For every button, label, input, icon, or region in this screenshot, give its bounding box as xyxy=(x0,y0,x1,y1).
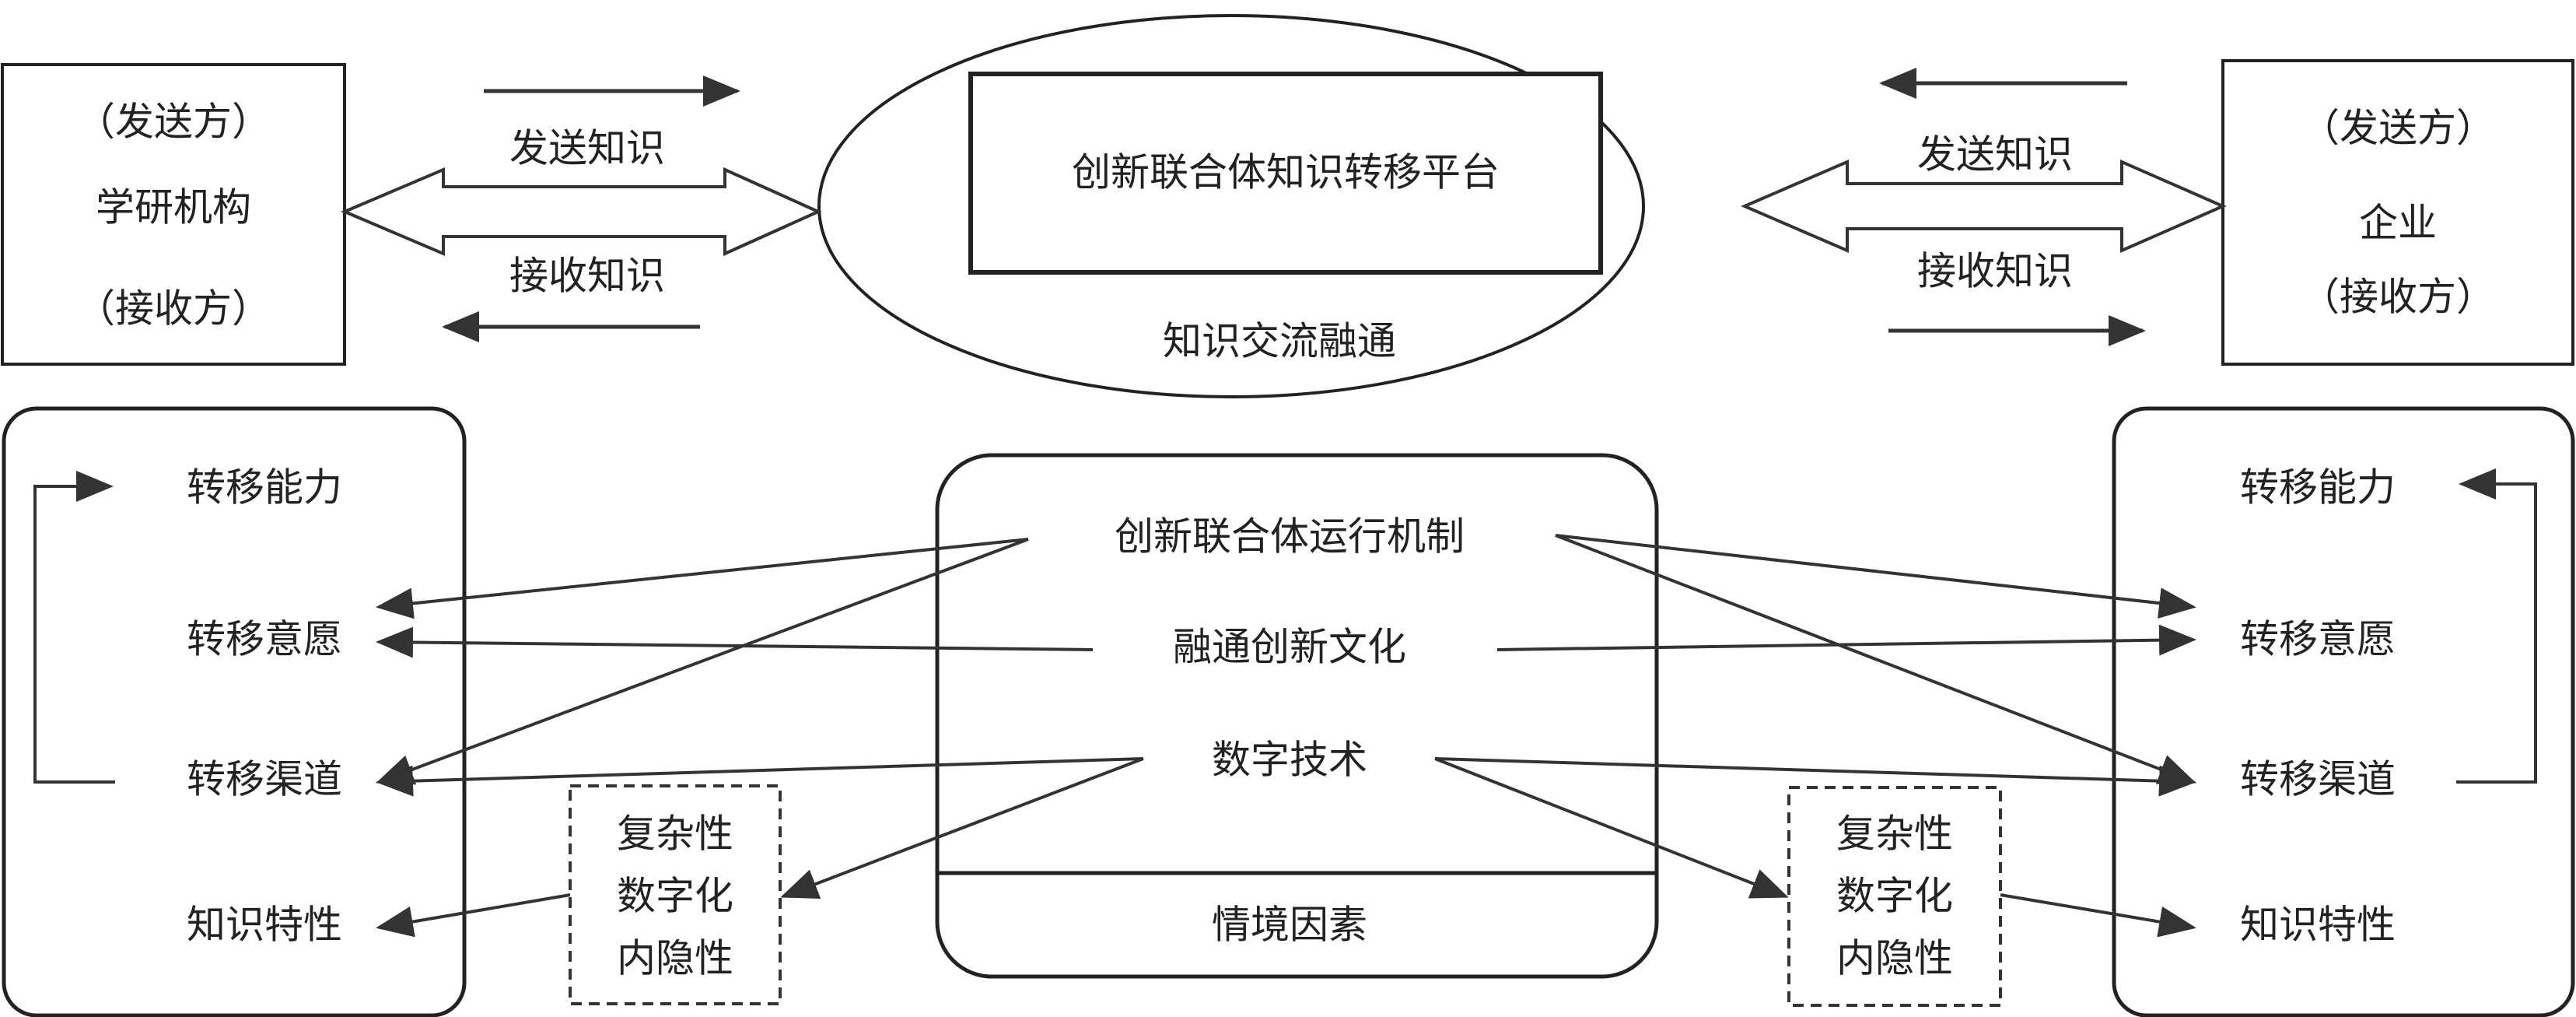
left-attr-digitalization: 数字化 xyxy=(617,874,733,919)
right-factor-knowledge-attributes: 知识特性 xyxy=(2240,903,2396,948)
right-factor-panel: 转移能力 转移意愿 转移渠道 知识特性 xyxy=(2112,406,2575,1017)
arrow-digital-to-left-attributes xyxy=(780,757,1144,899)
right-attr-digitalization: 数字化 xyxy=(1836,874,1953,919)
left-entity-name: 学研机构 xyxy=(96,185,251,230)
arrow-culture-to-right-willingness xyxy=(1496,624,2196,656)
arrow-digital-to-right-attributes xyxy=(1434,757,1789,899)
arrow-digital-to-right-channel xyxy=(1434,757,2196,797)
platform-caption: 知识交流融通 xyxy=(1163,319,1396,364)
right-factor-channel: 转移渠道 xyxy=(2240,757,2396,802)
left-factor-knowledge-attributes: 知识特性 xyxy=(187,903,342,948)
left-factor-panel: 转移能力 转移意愿 转移渠道 知识特性 xyxy=(2,406,467,1017)
right-attr-tacitness: 内隐性 xyxy=(1836,936,1953,981)
left-factor-willingness: 转移意愿 xyxy=(187,617,342,662)
platform-title: 创新联合体知识转移平台 xyxy=(1072,150,1500,195)
arrow-operating-to-left-willingness xyxy=(376,538,1029,619)
right-entity-name: 企业 xyxy=(2359,201,2437,246)
right-factor-ability: 转移能力 xyxy=(2240,465,2396,510)
context-factors: 情境因素 xyxy=(1212,903,1367,948)
arrow-operating-to-right-willingness xyxy=(1555,534,2196,619)
entity-box-enterprise: （发送方） 企业 （接收方） xyxy=(2221,59,2574,366)
right-send-label: 发送知识 xyxy=(1917,132,2073,177)
left-receive-label: 接收知识 xyxy=(509,254,665,299)
knowledge-transfer-platform: 创新联合体知识转移平台 知识交流融通 xyxy=(817,14,1645,398)
left-knowledge-attributes-box: 复杂性 数字化 内隐性 xyxy=(569,784,782,1005)
left-exchange-double-arrow xyxy=(340,167,822,257)
left-attr-tacitness: 内隐性 xyxy=(617,936,733,981)
right-exchange-double-arrow xyxy=(1740,159,2227,254)
center-mechanism-panel: 创新联合体运行机制 融通创新文化 数字技术 情境因素 xyxy=(935,453,1659,979)
arrow-culture-to-left-willingness xyxy=(376,626,1094,658)
arrow-digital-to-left-channel xyxy=(376,757,1144,797)
left-entity-role-bottom: （接收方） xyxy=(76,286,271,331)
entity-box-research-institution: （发送方） 学研机构 （接收方） xyxy=(1,63,346,366)
left-send-label: 发送知识 xyxy=(509,126,665,171)
arrow-operating-to-right-channel xyxy=(1555,534,2196,784)
arrow-left-attributes-to-characteristics xyxy=(376,893,571,938)
arrow-right-attributes-to-characteristics xyxy=(2000,893,2196,938)
mechanism-culture: 融通创新文化 xyxy=(1173,625,1406,670)
arrow-operating-to-left-channel xyxy=(376,538,1029,785)
left-factor-channel: 转移渠道 xyxy=(187,757,342,802)
right-entity-role-bottom: （接收方） xyxy=(2301,275,2495,320)
right-entity-role-top: （发送方） xyxy=(2301,106,2495,151)
right-knowledge-attributes-box: 复杂性 数字化 内隐性 xyxy=(1787,786,2002,1007)
left-entity-role-top: （发送方） xyxy=(76,100,271,145)
left-attr-complexity: 复杂性 xyxy=(617,812,733,857)
right-receive-label: 接收知识 xyxy=(1917,249,2073,294)
mechanism-operating: 创新联合体运行机制 xyxy=(1115,514,1465,559)
influence-arrows xyxy=(376,534,2196,938)
right-factor-willingness: 转移意愿 xyxy=(2240,617,2396,662)
mechanism-digital-tech: 数字技术 xyxy=(1212,738,1367,783)
left-feedback-loop-arrow xyxy=(33,471,115,784)
right-feedback-loop-arrow xyxy=(2456,468,2537,784)
right-attr-complexity: 复杂性 xyxy=(1836,812,1953,857)
left-factor-ability: 转移能力 xyxy=(187,465,342,510)
